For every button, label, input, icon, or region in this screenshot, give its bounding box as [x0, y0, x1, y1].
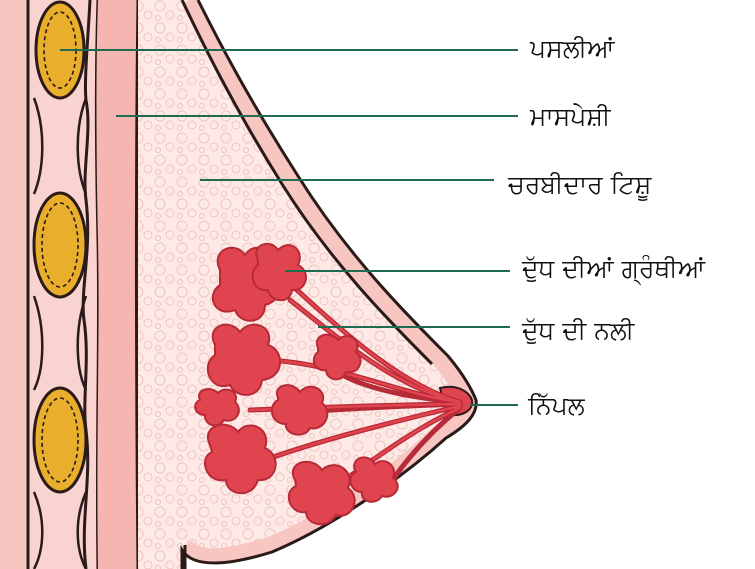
rib-3 [34, 388, 86, 492]
chest-wall [0, 0, 28, 569]
label-muscle: ਮਾਸਪੇਸ਼ੀ [530, 104, 611, 129]
label-fatty-tissue: ਚਰਬੀਦਾਰ ਟਿਸ਼ੂ [508, 172, 651, 197]
label-milk-duct: ਦੁੱਧ ਦੀ ਨਲੀ [522, 318, 634, 343]
label-nipple: ਨਿੱਪਲ [528, 393, 585, 418]
label-ribs: ਪਸਲੀਆਂ [530, 36, 614, 61]
label-milk-glands: ਦੁੱਧ ਦੀਆਂ ਗ੍ਰੰਥੀਆਂ [522, 256, 705, 281]
muscle-layer [97, 0, 139, 569]
rib-2 [34, 193, 86, 297]
